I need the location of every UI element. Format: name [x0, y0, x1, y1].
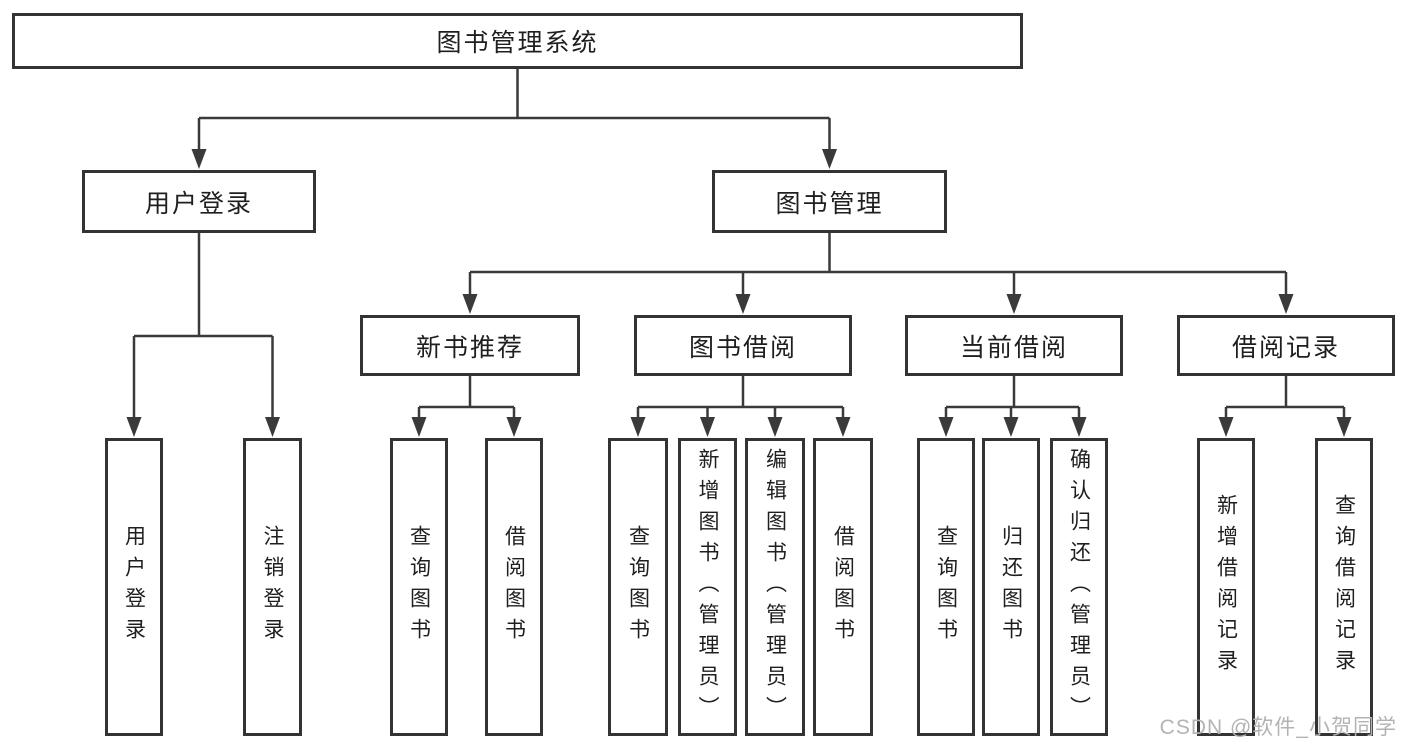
- node-leaf-confirm-return-admin: 确认归还（管理员）: [1050, 438, 1108, 736]
- arrowhead-down-icon: [835, 417, 851, 437]
- node-leaf-add-book-admin: 新增图书（管理员）: [678, 438, 737, 736]
- arrowhead-down-icon: [126, 417, 142, 437]
- connector-book_mgmt: [468, 233, 1288, 299]
- arrowhead-down-icon: [1003, 417, 1019, 437]
- connector-root: [197, 69, 831, 154]
- arrowhead-down-icon: [938, 417, 954, 437]
- node-leaf-add-borrow-record: 新增借阅记录: [1197, 438, 1255, 736]
- node-leaf-return-book: 归还图书: [982, 438, 1040, 736]
- node-label: 查询图书: [407, 525, 431, 649]
- node-label: 查询图书: [934, 525, 958, 649]
- node-label: 注销登录: [261, 525, 284, 649]
- connector-book_borrow: [636, 376, 845, 422]
- node-current-borrow: 当前借阅: [905, 315, 1123, 376]
- arrowhead-down-icon: [1006, 294, 1022, 314]
- arrowhead-down-icon: [822, 149, 837, 169]
- node-label: 归还图书: [999, 525, 1023, 649]
- connector-new_book_rec: [417, 376, 516, 422]
- node-leaf-logout: 注销登录: [243, 438, 302, 736]
- arrowhead-down-icon: [1336, 417, 1352, 437]
- node-user-login: 用户登录: [82, 170, 316, 233]
- arrowhead-down-icon: [735, 294, 751, 314]
- node-label: 查询图书: [626, 525, 650, 649]
- node-leaf-query-books-2: 查询图书: [608, 438, 668, 736]
- node-label: 当前借阅: [959, 333, 1068, 362]
- node-leaf-borrow-books-1: 借阅图书: [485, 438, 543, 736]
- node-leaf-edit-book-admin: 编辑图书（管理员）: [745, 438, 805, 736]
- node-label: 新增借阅记录: [1214, 494, 1238, 680]
- arrowhead-down-icon: [1278, 294, 1294, 314]
- connector-borrow_records: [1224, 376, 1346, 422]
- node-borrow-records: 借阅记录: [1177, 315, 1395, 376]
- node-label: 借阅图书: [831, 525, 855, 649]
- node-label: 图书管理: [775, 189, 884, 218]
- node-label: 图书管理系统: [436, 29, 599, 57]
- node-leaf-borrow-books-2: 借阅图书: [813, 438, 873, 736]
- node-new-book-recommend: 新书推荐: [360, 315, 580, 376]
- watermark: CSDN @软件_小贺同学: [1159, 716, 1397, 739]
- node-root-system: 图书管理系统: [12, 13, 1023, 69]
- node-label: 查询借阅记录: [1332, 494, 1356, 680]
- arrowhead-down-icon: [506, 417, 522, 437]
- node-label: 编辑图书（管理员）: [763, 447, 787, 727]
- connector-current_borrow: [944, 376, 1081, 422]
- arrowhead-down-icon: [1071, 417, 1087, 437]
- node-label: 借阅记录: [1231, 333, 1340, 362]
- node-label: 用户登录: [144, 189, 253, 218]
- node-book-management: 图书管理: [712, 170, 947, 233]
- node-leaf-query-borrow-record: 查询借阅记录: [1315, 438, 1373, 736]
- arrowhead-down-icon: [191, 149, 207, 169]
- node-leaf-user-login: 用户登录: [105, 438, 163, 736]
- arrowhead-down-icon: [630, 417, 646, 437]
- arrowhead-down-icon: [462, 294, 478, 314]
- node-label: 图书借阅: [688, 333, 797, 362]
- connector-user_login: [132, 233, 274, 422]
- arrowhead-down-icon: [1218, 417, 1234, 437]
- arrowhead-down-icon: [767, 417, 783, 437]
- node-label: 新增图书（管理员）: [696, 447, 719, 727]
- arrowhead-down-icon: [265, 417, 280, 437]
- node-book-borrow: 图书借阅: [634, 315, 852, 376]
- node-label: 新书推荐: [415, 333, 524, 362]
- node-leaf-query-books-1: 查询图书: [390, 438, 448, 736]
- node-leaf-query-books-3: 查询图书: [917, 438, 975, 736]
- arrowhead-down-icon: [411, 417, 427, 437]
- node-label: 确认归还（管理员）: [1067, 447, 1091, 727]
- node-label: 用户登录: [122, 525, 146, 649]
- arrowhead-down-icon: [700, 417, 715, 437]
- node-label: 借阅图书: [502, 525, 526, 649]
